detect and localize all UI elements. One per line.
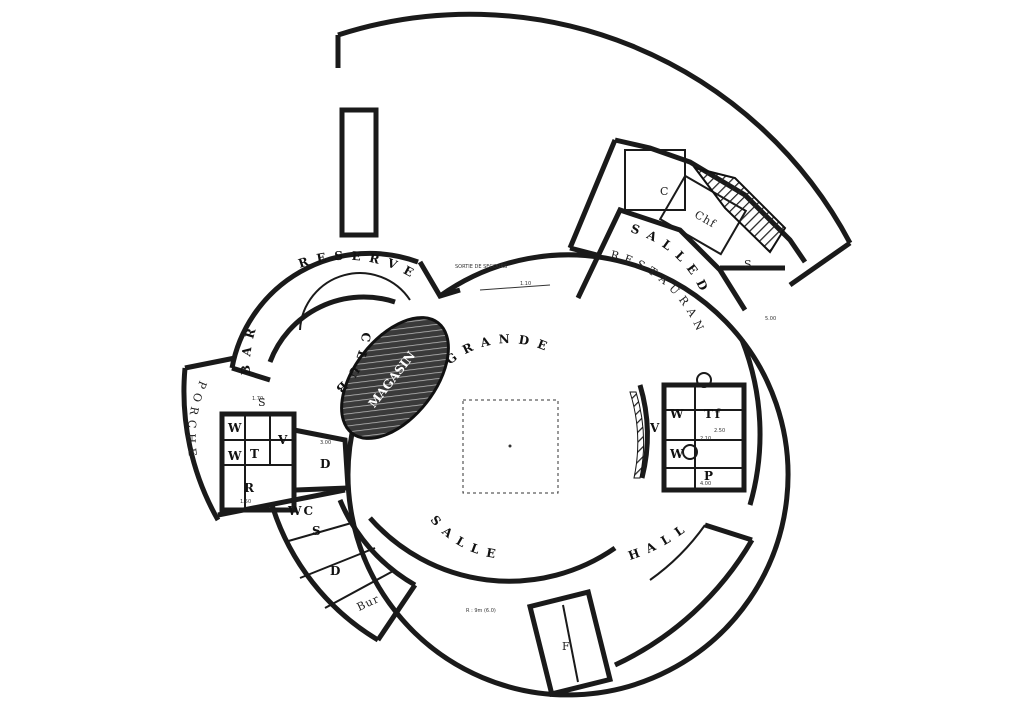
bar-end-wall — [231, 365, 271, 383]
room-v-right: V — [649, 421, 661, 435]
room-d-left: D — [320, 457, 332, 471]
dim-2: 2.10 — [700, 436, 711, 442]
porch-outer-wall — [181, 367, 221, 522]
room-v-left: V — [277, 433, 289, 447]
room-c: C — [660, 185, 669, 198]
room-w-right-2: W — [669, 447, 685, 461]
dim-5: 5.00 — [765, 316, 776, 322]
east-stair-2 — [682, 444, 698, 460]
room-w-left-2: W — [227, 449, 243, 463]
east-wc-block — [661, 382, 747, 493]
note-radius: R : 9m (6.0) — [466, 608, 496, 614]
club-inner-curve — [299, 272, 411, 331]
kitchen-block — [624, 149, 686, 211]
dim-6: 2.50 — [714, 428, 725, 434]
dim-4: 4.00 — [700, 481, 711, 487]
hall-outer-wall — [613, 538, 755, 668]
dim-1: 3.00 — [320, 440, 331, 446]
north-door-mark — [479, 284, 551, 291]
restaurant-west-wall — [569, 245, 598, 258]
room-s-left: S — [258, 396, 267, 409]
label-reserve: R E S E R V E — [297, 249, 418, 281]
east-stair-1 — [696, 372, 712, 388]
label-salle: S A L L E — [428, 513, 499, 561]
room-s-bottom: S — [312, 524, 323, 538]
restaurant-stair — [692, 166, 787, 254]
room-bur: Bur — [355, 592, 382, 614]
restaurant-outer-wall — [614, 137, 808, 264]
dim-8: 1.10 — [520, 281, 531, 287]
hall-outer-cap — [704, 522, 753, 543]
room-wc-lower: WC — [287, 504, 315, 518]
south-corridor — [526, 589, 614, 697]
room-w-right-1: W — [669, 407, 685, 421]
main-hall-wall — [345, 252, 791, 698]
office-divider-3 — [324, 569, 396, 609]
office-divider-2 — [299, 547, 376, 579]
label-porche: P O R C H E — [185, 379, 210, 458]
outer-wall-return — [788, 240, 852, 288]
magasin-storage — [340, 316, 450, 440]
office-divider-1 — [284, 521, 356, 543]
office-end-wall — [375, 583, 418, 642]
hall-inner-wall — [649, 524, 706, 581]
center-point — [508, 444, 512, 448]
room-p-right: P — [704, 469, 715, 483]
office-inner-wall — [337, 499, 417, 588]
north-entrance-stub — [417, 260, 461, 299]
room-t-right: Tf — [704, 407, 722, 421]
room-f-lower: F — [562, 640, 571, 653]
north-shaft — [339, 107, 379, 238]
east-hatched-strip — [629, 391, 645, 479]
vestiaire-wall — [293, 427, 351, 493]
south-corridor-inner — [562, 604, 579, 683]
service-block — [219, 411, 297, 513]
room-chf: Chf — [692, 208, 718, 231]
main-hall-inner-arc — [368, 516, 617, 584]
bar-outer-wall — [229, 250, 419, 369]
room-w-left-1: W — [227, 421, 243, 435]
outer-screen-wall — [337, 11, 853, 245]
office-outer-wall — [269, 504, 380, 643]
east-service-inner — [637, 384, 650, 479]
room-t-left: T — [250, 447, 261, 461]
label-grande: G R A N D E — [443, 332, 551, 367]
room-s-restaurant: S — [744, 258, 753, 271]
porch-bottom-wall — [217, 487, 346, 518]
central-dance-floor — [462, 399, 559, 494]
restaurant-north-wall — [567, 139, 618, 249]
bar-inner-wall — [267, 294, 396, 363]
dim-7: 1.70 — [252, 396, 263, 402]
east-service-outer — [739, 339, 763, 506]
room-r-left: R — [244, 481, 256, 495]
dim-3: 1.50 — [240, 499, 251, 505]
room-d-lower: D — [330, 564, 342, 578]
note-emergency-exit: SORTIE DE SECOURS — [455, 264, 507, 270]
porch-top-wall — [184, 355, 236, 371]
